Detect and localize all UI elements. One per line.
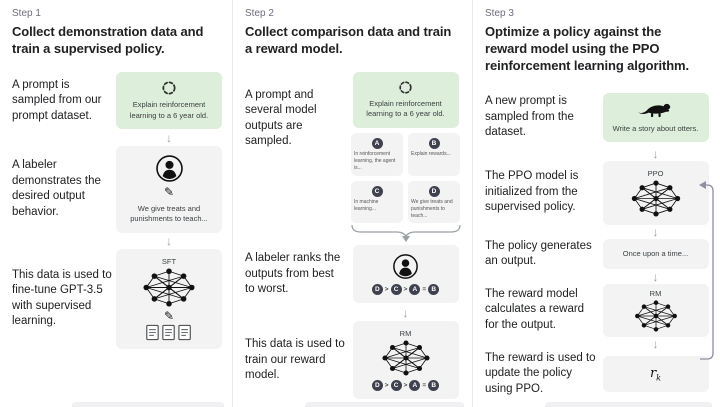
reward-value-box: rk [602,355,709,393]
prompt-box: Write a story about otters. [602,92,709,143]
output-c-box: C In machine learning... [351,180,403,224]
down-arrow-icon: ↓ [652,269,659,284]
output-d-circle: D [428,185,440,197]
step3-row1-description: A new prompt is sampled from the dataset… [485,95,574,139]
otter-icon [636,101,676,120]
step3-column: Step 3 Optimize a policy against the rew… [473,0,720,407]
down-arrow-icon: ↓ [652,224,659,239]
rank-circle: B [428,380,440,392]
rank-circle: D [371,380,383,392]
step1-row2-description: A labeler demonstrates the desired outpu… [12,159,101,218]
output-b-caption: Explain rewards... [411,150,451,157]
step3-row3-description: The policy generates an output. [485,239,592,268]
output-a-caption: In reinforcement learning, the agent is.… [354,150,396,172]
output-c-circle: C [371,185,383,197]
step2-row2-description: A labeler ranks the outputs from best to… [245,252,341,296]
output-caption: Once upon a time... [622,248,689,258]
step1-row1-description: A prompt is sampled from our prompt data… [12,78,102,122]
output-d-caption: We give treats and punishments to teach.… [411,198,453,220]
dashed-circle-icon [161,80,177,96]
rank-separator: > [384,286,389,294]
rank-separator: = [422,382,427,390]
down-arrow-icon: ↓ [166,130,172,145]
feedback-loop-arrow-icon [699,181,714,360]
rank-separator: > [403,382,408,390]
rank-circle: D [371,284,383,296]
prompt-box: Explain reinforcement learning to a 6 ye… [352,71,459,128]
ranking-sequence: D > C > A = B [371,380,440,392]
step1-row3-description: This data is used to fine-tune GPT-3.5 w… [12,268,112,328]
step3-row4-description: The reward model calculates a reward for… [485,287,585,331]
curly-brace-icon [348,223,464,243]
output-b-box: B Explain rewards... [408,132,460,176]
step2-label: Step 2 [245,8,274,19]
step2-row3-description: This data is used to train our reward mo… [245,338,345,382]
step1-title: Collect demonstration data and train a s… [12,24,204,56]
generated-output-box: Once upon a time... [602,238,709,270]
pencil-icon: ✎ [163,308,175,323]
ppo-label: PPO [647,168,664,178]
rank-separator: = [422,286,427,294]
ranking-sequence: D > C > A = B [371,284,440,296]
step2-column: Step 2 Collect comparison data and train… [233,0,473,407]
dashed-circle-icon [398,80,413,95]
output-d-box: D We give treats and punishments to teac… [408,180,460,224]
rank-circle: A [409,380,421,392]
output-c-caption: In machine learning... [354,198,379,212]
rm-label: RM [399,329,412,339]
step3-row2-description: The PPO model is initialized from the su… [485,170,579,214]
rm-label: RM [649,288,662,298]
sft-model-box: SFT ✎ [116,248,222,349]
neural-network-icon [143,268,195,307]
step2-row1-description: A prompt and several model outputs are s… [245,88,317,148]
step3-title: Optimize a policy against the reward mod… [485,24,690,73]
next-section-divider [545,402,712,407]
rank-separator: > [384,382,389,390]
step1-label: Step 1 [12,8,41,19]
demonstration-caption: We give treats and punishments to teach.… [130,203,208,224]
step3-label: Step 3 [485,8,514,19]
step2-title: Collect comparison data and train a rewa… [245,24,452,56]
person-icon [155,154,184,183]
labeler-ranking-box: D > C > A = B [352,245,459,304]
output-a-box: A In reinforcement learning, the agent i… [351,132,403,176]
rank-circle: A [409,284,421,296]
output-b-circle: B [428,137,440,149]
rank-circle: C [390,380,402,392]
pencil-icon: ✎ [163,184,175,199]
down-arrow-icon: ↓ [166,233,172,248]
down-arrow-icon: ↓ [402,306,409,321]
rank-circle: B [428,284,440,296]
model-outputs-grid: A In reinforcement learning, the agent i… [351,132,460,224]
neural-network-icon [634,300,678,332]
down-arrow-icon: ↓ [652,146,659,161]
prompt-caption: Write a story about otters. [612,123,699,133]
neural-network-icon [382,340,430,376]
person-icon [392,253,419,280]
neural-network-icon [631,180,681,217]
prompt-box: Explain reinforcement learning to a 6 ye… [116,72,222,130]
next-section-divider [305,402,464,407]
step3-row5-description: The reward is used to update the policy … [485,351,596,395]
reward-value: rk [649,365,662,383]
ppo-model-box: PPO [602,160,709,225]
reward-model-box: RM D > C > A = B [352,321,459,400]
sft-label: SFT [161,256,177,266]
reward-model-box: RM [602,283,709,337]
down-arrow-icon: ↓ [652,336,659,351]
prompt-caption: Explain reinforcement learning to a 6 ye… [366,98,445,119]
rank-circle: C [390,284,402,296]
prompt-caption: Explain reinforcement learning to a 6 ye… [129,100,209,120]
step1-column: Step 1 Collect demonstration data and tr… [0,0,233,407]
documents-icon [145,324,193,341]
labeler-demo-box: ✎ We give treats and punishments to teac… [116,145,222,233]
rank-separator: > [403,286,408,294]
output-a-circle: A [371,137,383,149]
next-section-divider [72,402,224,407]
